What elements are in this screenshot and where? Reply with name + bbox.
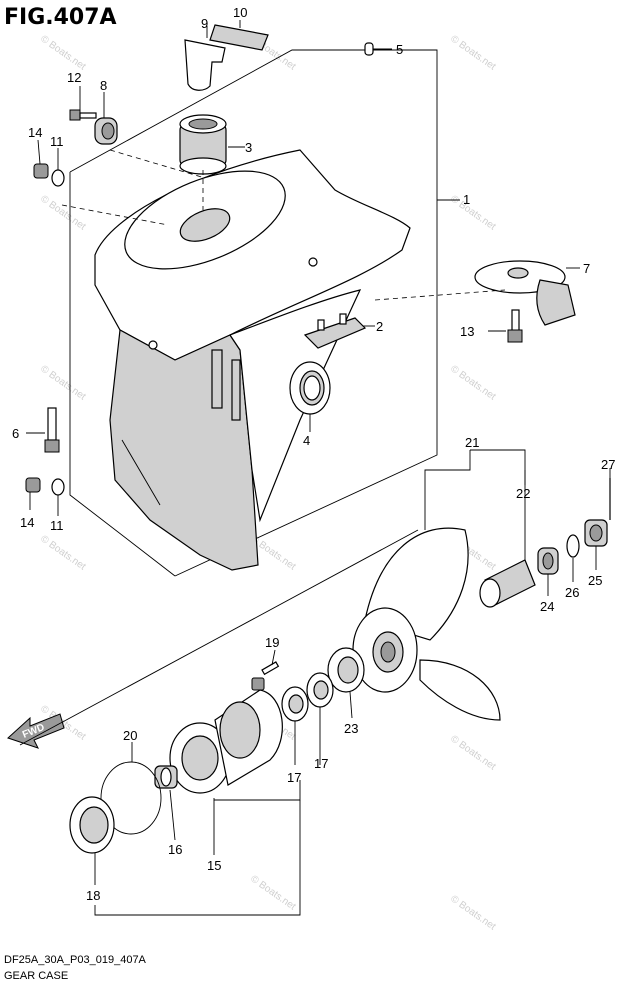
- bolt: [69, 109, 97, 121]
- callout-25: 25: [588, 573, 602, 588]
- watermark: © Boats.net: [38, 193, 87, 232]
- oil-seal-bearing: [289, 361, 331, 415]
- figure-title: FIG.407A: [4, 5, 117, 30]
- alignment-line: [374, 289, 506, 301]
- callout-8: 8: [100, 78, 107, 93]
- needle-bearing: [154, 765, 178, 789]
- housing-bolt: [251, 661, 280, 691]
- alignment-line: [109, 149, 206, 179]
- propeller-thin-washer: [566, 534, 580, 558]
- callout-3: 3: [245, 140, 252, 155]
- callout-19: 19: [265, 635, 279, 650]
- bearing-17a: [281, 686, 309, 722]
- oil-seal: [69, 796, 115, 854]
- propeller: [352, 527, 501, 721]
- callout-16: 16: [168, 842, 182, 857]
- callout-24: 24: [540, 599, 554, 614]
- anode-plate: [474, 260, 576, 326]
- watermark: © Boats.net: [448, 33, 497, 72]
- clip-cover: [184, 39, 226, 91]
- watermark: © Boats.net: [38, 363, 87, 402]
- watermark: © Boats.net: [448, 733, 497, 772]
- propeller-seal: [327, 647, 365, 693]
- callout-5: 5: [396, 42, 403, 57]
- nut-lower: [25, 477, 65, 496]
- dowel-pin: [364, 42, 374, 56]
- gear-case-body: [94, 149, 411, 571]
- watermark: © Boats.net: [448, 893, 497, 932]
- watermark: © Boats.net: [448, 193, 497, 232]
- thrust-spacer: [479, 559, 536, 608]
- callout-1: 1: [463, 192, 470, 207]
- watermark: © Boats.net: [38, 33, 87, 72]
- anode-bolt: [507, 309, 523, 343]
- watermark: © Boats.net: [248, 873, 297, 912]
- leader-lines: [19, 20, 611, 916]
- fwd-arrow-icon: FWD: [7, 713, 65, 749]
- callout-17-b: 17: [314, 756, 328, 771]
- callout-4: 4: [303, 433, 310, 448]
- callout-7: 7: [583, 261, 590, 276]
- bushing: [94, 117, 118, 145]
- callout-17-a: 17: [287, 770, 301, 785]
- shaft-housing: [169, 689, 283, 794]
- callouts: 1 2 3 4 5 6 7 8 9 10 11 11 12 13 14 14 1…: [12, 5, 615, 903]
- bearing-17b: [306, 672, 334, 708]
- callout-9: 9: [201, 16, 208, 31]
- callout-2: 2: [376, 319, 383, 334]
- callout-21: 21: [465, 435, 479, 450]
- watermark: © Boats.net: [38, 533, 87, 572]
- nut-upper: [33, 163, 65, 187]
- assembly-frame: [69, 49, 460, 577]
- callout-14-upper: 14: [28, 125, 42, 140]
- callout-22: 22: [516, 486, 530, 501]
- watermark: © Boats.net: [448, 363, 497, 402]
- callout-13: 13: [460, 324, 474, 339]
- callout-6: 6: [12, 426, 19, 441]
- callout-18: 18: [86, 888, 100, 903]
- callout-11-lower: 11: [50, 518, 64, 533]
- figure-code: DF25A_30A_P03_019_407A: [4, 954, 147, 966]
- callout-23: 23: [344, 721, 358, 736]
- callout-14-lower: 14: [20, 515, 34, 530]
- shim-bar: [209, 24, 269, 51]
- callout-26: 26: [565, 585, 579, 600]
- long-bolt: [44, 407, 60, 453]
- callout-15: 15: [207, 858, 221, 873]
- bearing-sleeve: [179, 114, 227, 175]
- figure-name: GEAR CASE: [4, 970, 68, 982]
- cable-holder: [303, 313, 367, 349]
- callout-20: 20: [123, 728, 137, 743]
- callout-10: 10: [233, 5, 247, 20]
- propeller-nut: [584, 519, 608, 547]
- o-ring: [100, 761, 162, 835]
- callout-12: 12: [67, 70, 81, 85]
- callout-27: 27: [601, 457, 615, 472]
- callout-11-upper: 11: [50, 134, 64, 149]
- propeller-washer: [537, 547, 559, 575]
